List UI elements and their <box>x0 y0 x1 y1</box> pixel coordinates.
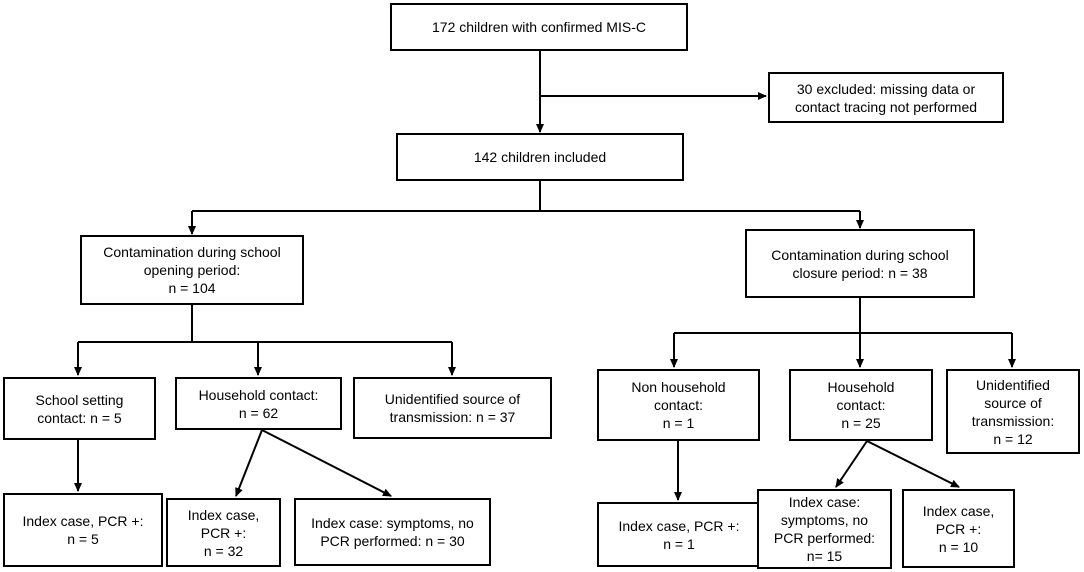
box-closure-household: Household contact: n = 25 <box>789 369 933 441</box>
box-text-line: n = 1 <box>662 415 695 431</box>
box-opening-unidentified: Unidentified source of transmission: n = … <box>353 377 552 439</box>
box-closure-household-index-pcr: Index case,PCR +:n = 10 <box>902 489 1015 568</box>
box-text-line: n = 5 <box>67 531 99 547</box>
box-text-line: n = 32 <box>203 542 244 559</box>
box-text-line: Index case, <box>187 506 260 523</box>
box-text-line: Household contact: <box>198 386 319 403</box>
box-closure-household-index-symptoms: Index case: symptoms, no PCR performed: n= … <box>757 489 892 569</box>
box-opening-household-contact: Household contact:n = 62 <box>175 377 342 430</box>
box-text-line: Contamination during school <box>771 246 949 263</box>
box-text-line: Index case: <box>788 494 861 510</box>
box-text-line: Index case, PCR +: <box>22 513 144 529</box>
box-text-line: PCR performed: <box>773 530 876 546</box>
box-text-line: School setting <box>35 391 124 408</box>
box-text-line: n = 1 <box>663 535 695 552</box>
box-closure-nonhousehold-index-pcr: Index case, PCR +:n = 1 <box>597 502 761 567</box>
box-opening-school-index-pcr: Index case, PCR +: n = 5 <box>3 493 163 567</box>
box-text-line: n= 15 <box>806 548 843 564</box>
box-text-line: Unidentified <box>976 376 1050 393</box>
box-text-line: n = 12 <box>993 430 1033 447</box>
box-text-line: Contamination during school <box>103 244 281 260</box>
box-opening-period: Contamination during school opening perio… <box>80 235 304 305</box>
box-text-line: Unidentified source of <box>384 391 521 407</box>
box-text-line: PCR +: <box>200 524 247 541</box>
box-text-line: opening period: <box>143 262 241 278</box>
box-text-line: n = 25 <box>841 415 881 431</box>
connector-to-closure-household-pcr <box>866 440 960 488</box>
box-text-line: Index case, <box>922 502 995 519</box>
box-text-line: transmission: <box>971 412 1055 429</box>
box-text-line: 30 excluded: missing data or <box>796 80 976 97</box>
box-text-line: Non household <box>631 379 726 395</box>
box-text-line: symptoms, no <box>780 512 869 528</box>
box-text-line: closure period: n = 38 <box>792 264 928 281</box>
box-text-line: contact: n = 5 <box>37 409 122 426</box>
box-text-line: Index case: symptoms, no <box>311 515 474 531</box>
box-text-line: transmission: n = 37 <box>389 409 516 425</box>
box-text-line: source of <box>984 394 1042 411</box>
connector-to-opening-household-pcr <box>235 429 263 497</box>
box-text-line: 142 children included <box>473 149 607 165</box>
box-confirmed-mis-c: 172 children with confirmed MIS-C <box>390 3 688 51</box>
box-text-line: n = 62 <box>238 404 279 421</box>
box-text-line: Household <box>827 379 895 395</box>
box-text-line: n = 104 <box>168 280 216 296</box>
connector-to-closure-household-symptoms <box>835 440 868 488</box>
box-opening-household-index-pcr: Index case,PCR +:n = 32 <box>166 498 281 567</box>
box-included: 142 children included <box>396 133 684 181</box>
box-text-line: contact: <box>836 397 886 413</box>
box-text-line: PCR +: <box>935 520 982 537</box>
box-closure-nonhousehold: Non household contact: n = 1 <box>597 369 760 441</box>
connector-to-opening-household-symptoms <box>261 429 392 497</box>
box-text-line: n = 10 <box>938 538 979 555</box>
box-text-line: 172 children with confirmed MIS-C <box>432 19 646 35</box>
box-text-line: contact tracing not performed <box>794 98 978 115</box>
box-text-line: Index case, PCR +: <box>618 517 740 534</box>
box-text-line: contact: <box>653 397 704 413</box>
box-text-line: PCR performed: n = 30 <box>320 533 465 549</box>
box-opening-household-index-symptoms: Index case: symptoms, no PCR performed: n… <box>294 498 491 566</box>
